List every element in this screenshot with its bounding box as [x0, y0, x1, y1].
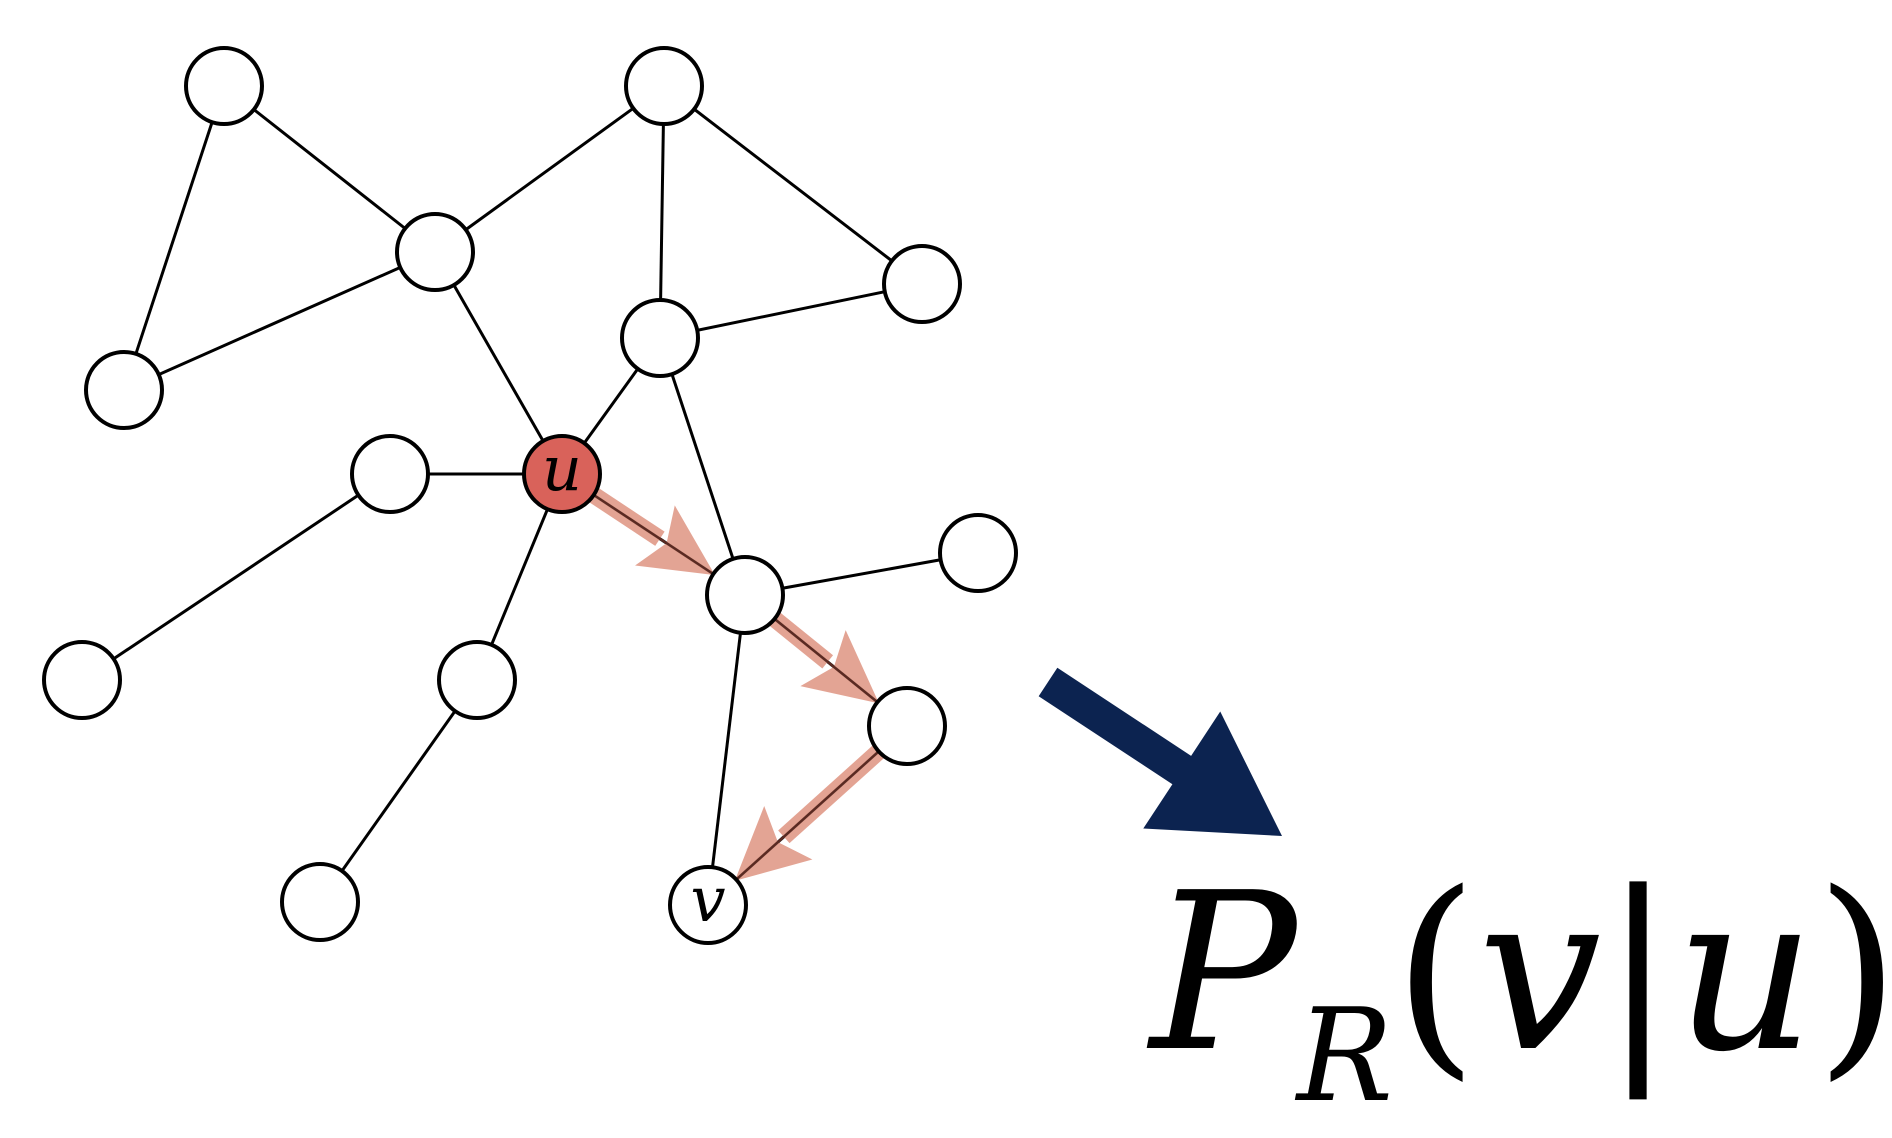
- walk-step-3-edge: [733, 747, 883, 882]
- node-n5: [620, 298, 700, 378]
- walk-step-1-arrowhead: [635, 505, 715, 576]
- edge-n7-n10: [81, 472, 391, 682]
- edge-n2-n4: [663, 84, 923, 286]
- node-n3: [395, 212, 475, 292]
- node-n12: [867, 686, 947, 766]
- edge-n6-n3: [123, 250, 436, 392]
- formula-symbol: P: [1150, 847, 1297, 1100]
- node-n8: [938, 513, 1018, 593]
- node-n6: [84, 350, 164, 430]
- node-u-start: [522, 434, 602, 514]
- walk-probability-formula: PR(v|u): [1150, 865, 1892, 1121]
- edge-n3-u: [433, 251, 564, 475]
- formula-open-paren: (: [1393, 847, 1479, 1100]
- formula-arg-u: u: [1674, 847, 1816, 1100]
- walk-step-1-edge: [589, 491, 716, 577]
- edge-n3-n2: [434, 84, 665, 254]
- formula-close-paren: ): [1815, 847, 1892, 1100]
- big-arrow-shape: [1038, 667, 1282, 836]
- node-n13: [280, 862, 360, 942]
- edge-n2-n5: [658, 85, 666, 339]
- node-n1: [184, 46, 264, 126]
- edge-n1-n3: [223, 84, 436, 254]
- graph-nodes: uv: [42, 46, 1018, 945]
- node-n9: [705, 555, 785, 635]
- node-n2: [624, 46, 704, 126]
- edge-n5-n4: [659, 282, 923, 340]
- node-v-label: v: [690, 863, 725, 936]
- result-arrow: [1038, 667, 1282, 836]
- formula-arg-v: v: [1478, 847, 1602, 1100]
- edge-n11-n13: [318, 679, 479, 903]
- edge-n1-n6: [122, 85, 226, 391]
- formula-separator: |: [1601, 847, 1675, 1100]
- node-n11: [437, 640, 517, 720]
- node-n7: [350, 434, 430, 514]
- formula-subscript: R: [1296, 982, 1394, 1131]
- walk-step-2-edge: [770, 615, 880, 705]
- random-walk-path: [585, 485, 888, 882]
- edge-n5-n9: [658, 337, 747, 596]
- node-n4: [882, 244, 962, 324]
- edge-n9-v: [706, 594, 747, 906]
- node-v-end: [668, 865, 748, 945]
- node-u-label: u: [542, 432, 582, 505]
- walk-step-2-arrowhead: [800, 630, 880, 704]
- node-n10: [42, 640, 122, 720]
